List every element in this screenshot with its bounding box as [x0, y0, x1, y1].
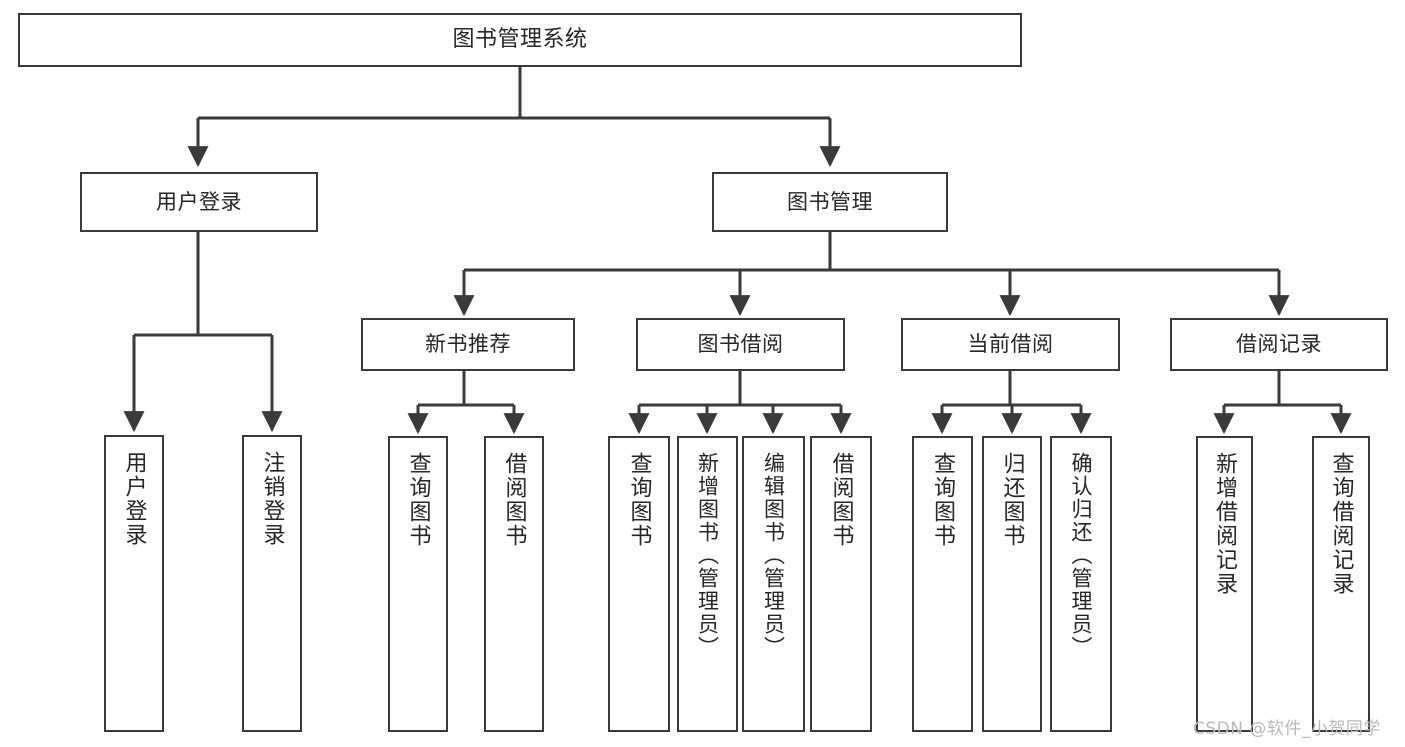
leaf-query-book-current[interactable]: 查询图书 — [912, 436, 973, 732]
leaf-query-book-borrow-label: 查询图书 — [626, 452, 652, 548]
node-borrow-records-label: 借阅记录 — [1236, 332, 1322, 357]
node-user-login[interactable]: 用户登录 — [80, 172, 318, 232]
leaf-query-book-newbook[interactable]: 查询图书 — [388, 436, 448, 732]
leaf-confirm-return-admin-label: 确认归还（管理员） — [1069, 452, 1094, 659]
leaf-query-book-newbook-label: 查询图书 — [405, 452, 431, 548]
node-user-login-label: 用户登录 — [156, 189, 242, 214]
leaf-add-book-admin[interactable]: 新增图书（管理员） — [677, 436, 738, 732]
node-borrow-records[interactable]: 借阅记录 — [1170, 318, 1388, 371]
leaf-logout-label: 注销登录 — [259, 451, 285, 547]
leaf-confirm-return-admin[interactable]: 确认归还（管理员） — [1050, 436, 1112, 732]
node-root[interactable]: 图书管理系统 — [18, 13, 1022, 67]
node-current-borrow[interactable]: 当前借阅 — [901, 318, 1120, 371]
leaf-add-book-admin-label: 新增图书（管理员） — [695, 452, 720, 659]
csdn-watermark: CSDN @软件_小贺同学 — [1193, 719, 1381, 739]
node-book-management-label: 图书管理 — [787, 189, 873, 214]
node-book-borrow[interactable]: 图书借阅 — [636, 318, 845, 371]
leaf-borrow-book-newbook[interactable]: 借阅图书 — [484, 436, 544, 732]
leaf-query-book-current-label: 查询图书 — [930, 452, 956, 548]
node-book-borrow-label: 图书借阅 — [697, 332, 784, 357]
leaf-return-book[interactable]: 归还图书 — [982, 436, 1042, 732]
node-root-label: 图书管理系统 — [452, 27, 588, 53]
leaf-edit-book-admin[interactable]: 编辑图书（管理员） — [742, 436, 805, 732]
leaf-logout[interactable]: 注销登录 — [242, 435, 302, 732]
leaf-borrow-book-borrow[interactable]: 借阅图书 — [810, 436, 872, 732]
leaf-borrow-book-borrow-label: 借阅图书 — [828, 452, 854, 548]
node-book-management[interactable]: 图书管理 — [712, 172, 948, 232]
node-new-book-recommend[interactable]: 新书推荐 — [361, 318, 575, 371]
node-new-book-recommend-label: 新书推荐 — [425, 332, 511, 357]
leaf-add-borrow-record-label: 新增借阅记录 — [1212, 452, 1238, 596]
node-current-borrow-label: 当前借阅 — [967, 332, 1054, 357]
leaf-edit-book-admin-label: 编辑图书（管理员） — [761, 452, 786, 659]
leaf-return-book-label: 归还图书 — [999, 452, 1025, 548]
leaf-query-borrow-record-label: 查询借阅记录 — [1328, 452, 1354, 596]
leaf-user-login-label: 用户登录 — [121, 451, 147, 547]
leaf-user-login[interactable]: 用户登录 — [104, 435, 164, 732]
leaf-query-book-borrow[interactable]: 查询图书 — [608, 436, 670, 732]
leaf-add-borrow-record[interactable]: 新增借阅记录 — [1196, 436, 1253, 732]
leaf-query-borrow-record[interactable]: 查询借阅记录 — [1312, 436, 1370, 732]
leaf-borrow-book-newbook-label: 借阅图书 — [501, 452, 527, 548]
